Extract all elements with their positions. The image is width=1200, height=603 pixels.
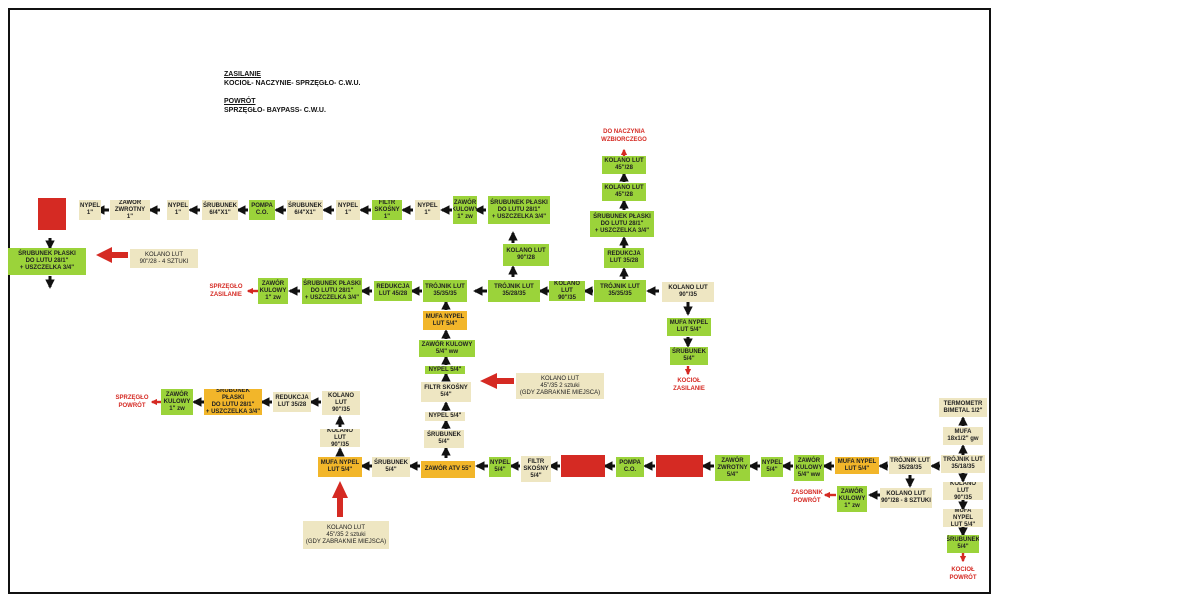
mufa-nypel-e: MUFA NYPEL LUT 5/4" [943,509,983,527]
trojnik-35-35-35-b: TRÓJNIK LUT 35/35/35 [423,280,467,302]
pompa-b: POMPA C.O. [616,457,644,477]
zawor-kulowy-f: ZAWÓR KULOWY 1" zw [837,486,867,512]
srubunek-e: ŚRUBUNEK 5/4" [372,457,410,477]
kociol-zasilanie-label: KOCIOŁ ZASILANIE [673,378,705,392]
sprzeglo-zasilanie-label: SPRZĘGŁO ZASILANIE [209,284,243,298]
trojnik-35-28-35: TRÓJNIK LUT 35/28/35 [488,280,540,302]
kolano-left-note: KOLANO LUT 90"/28 - 4 SZTUKI [130,249,198,268]
srubunek-plaski-a: ŚRUBUNEK PŁASKI DO LUTU 28/1" + USZCZELK… [488,196,550,224]
nypel-a: NYPEL 1" [79,200,101,220]
mufa-nypel-c: MUFA NYPEL LUT 5/4" [318,457,362,477]
kolano-45-28-a: KOLANO LUT 45"/28 [602,183,646,201]
kolano-90-35-a: KOLANO LUT 90"/35 [549,281,585,301]
kolano-90-35-c: KOLANO LUT 90"/35 [320,429,360,447]
redukcja-35-28-a: REDUKCJA LUT 35/28 [604,248,644,268]
zawor-kulowy-c: ZAWÓR KULOWY 5/4" ww [419,340,475,357]
filtr-skosny-a: FILTR SKOŚNY 1" [372,200,402,220]
zawor-zwrotny-b: ZAWÓR ZWROTNY 5/4" [715,455,750,481]
zawor-atv: ZAWÓR ATV 55" [421,461,475,478]
red-arrow [332,481,348,517]
red-component-top-left [38,198,66,230]
red-component-mid-b [656,455,703,477]
filtr-skosny-c: FILTR SKOŚNY 5/4" [521,456,551,482]
mufa-18x1-2: MUFA 18x1/2" gw [943,427,983,445]
filtr-skosny-b: FILTR SKOŚNY 5/4" [421,382,471,402]
nypel-d: NYPEL 1" [415,200,440,220]
mufa-nypel-a: MUFA NYPEL LUT 5/4" [667,318,711,336]
redukcja-45-28: REDUKCJA LUT 45/28 [374,281,412,301]
sprzeglo-powrot-label: SPRZĘGŁO POWRÓT [115,395,149,409]
kolano-90-28-a: KOLANO LUT 90"/28 [503,244,549,266]
zawor-kulowy-d: ZAWÓR KULOWY 1" zw [161,389,193,415]
termometr-bimetal: TERMOMETR BIMETAL 1/2" [939,398,987,417]
trojnik-35-18-35: TRÓJNIK LUT 35/18/35 [941,455,985,473]
nypel-b: NYPEL 1" [167,200,189,220]
kolano-90-35-b: KOLANO LUT 90"/35 [662,282,714,302]
nypel-f: NYPEL 5/4" [425,412,465,421]
trojnik-35-28-35-b: TRÓJNIK LUT 35/28/35 [889,456,931,474]
zawor-kulowy-b: ZAWÓR KULOWY 1" zw [258,278,288,304]
zasobnik-powrot-label: ZASOBNIK POWRÓT [791,490,823,504]
srubunek-d: ŚRUBUNEK 5/4" [424,430,464,448]
srubunek-plaski-d: ŚRUBUNEK PŁASKI DO LUTU 28/1" + USZCZELK… [204,389,262,415]
kolano-90-35-e: KOLANO LUT 90"/35 [943,482,983,500]
srubunek-f: ŚRUBUNEK 5/4" [947,535,979,553]
srubunek-plaski-left: ŚRUBUNEK PŁASKI DO LUTU 28/1" + USZCZELK… [8,248,86,275]
red-arrows [96,247,514,517]
mufa-nypel-d: MUFA NYPEL LUT 5/4" [835,457,879,474]
kolano-note-a: KOLANO LUT 45"/35 2 sztuki (GDY ZABRAKNI… [516,373,604,399]
supply-route: KOCIOŁ- NACZYNIE- SPRZĘGŁO- C.W.U. [224,80,361,87]
kolano-note-b: KOLANO LUT 45"/35 2 sztuki (GDY ZABRAKNI… [303,521,389,549]
return-route: SPRZĘGŁO- BAYPASS- C.W.U. [224,107,326,114]
kolano-45-28-b: KOLANO LUT 45"/28 [602,156,646,174]
mufa-nypel-b: MUFA NYPEL LUT 5/4" [423,311,467,330]
srubunek-plaski-b: ŚRUBUNEK PŁASKI DO LUTU 28/1" + USZCZELK… [590,211,654,237]
redukcja-35-28-b: REDUKCJA LUT 35/28 [273,392,311,412]
kociol-powrot-label: KOCIOŁ POWRÓT [949,567,977,581]
do-naczynia-label: DO NACZYNIA WZBIORCZEGO [601,129,647,143]
pompa-a: POMPA C.O. [249,200,275,220]
return-title: POWRÓT [224,98,256,105]
zawor-zwrotny-a: ZAWÓR ZWROTNY 1" [110,200,150,220]
kolano-90-28-b: KOLANO LUT 90"/28 - 8 SZTUKI [880,488,932,508]
nypel-g: NYPEL 5/4" [489,457,511,477]
nypel-c: NYPEL 1" [336,200,360,220]
kolano-90-35-d: KOLANO LUT 90"/35 [322,391,360,415]
srubunek-b: ŚRUBUNEK 6/4"X1" [287,200,323,220]
supply-title: ZASILANIE [224,71,261,78]
srubunek-c: ŚRUBUNEK 5/4" [670,347,708,365]
zawor-kulowy-e: ZAWÓR KULOWY 5/4" ww [794,455,824,481]
trojnik-35-35-35-a: TRÓJNIK LUT 35/35/35 [594,280,646,302]
diagram-frame [8,8,991,594]
zawor-kulowy-a: ZAWÓR KULOWY 1" zw [453,196,477,224]
red-arrow [480,373,514,389]
red-arrow [96,247,128,263]
srubunek-a: ŚRUBUNEK 6/4"X1" [202,200,238,220]
nypel-e: NYPEL 5/4" [425,366,465,374]
nypel-h: NYPEL 5/4" [761,457,783,477]
red-component-mid-a [561,455,605,477]
srubunek-plaski-c: ŚRUBUNEK PŁASKI DO LUTU 28/1" + USZCZELK… [302,278,362,304]
